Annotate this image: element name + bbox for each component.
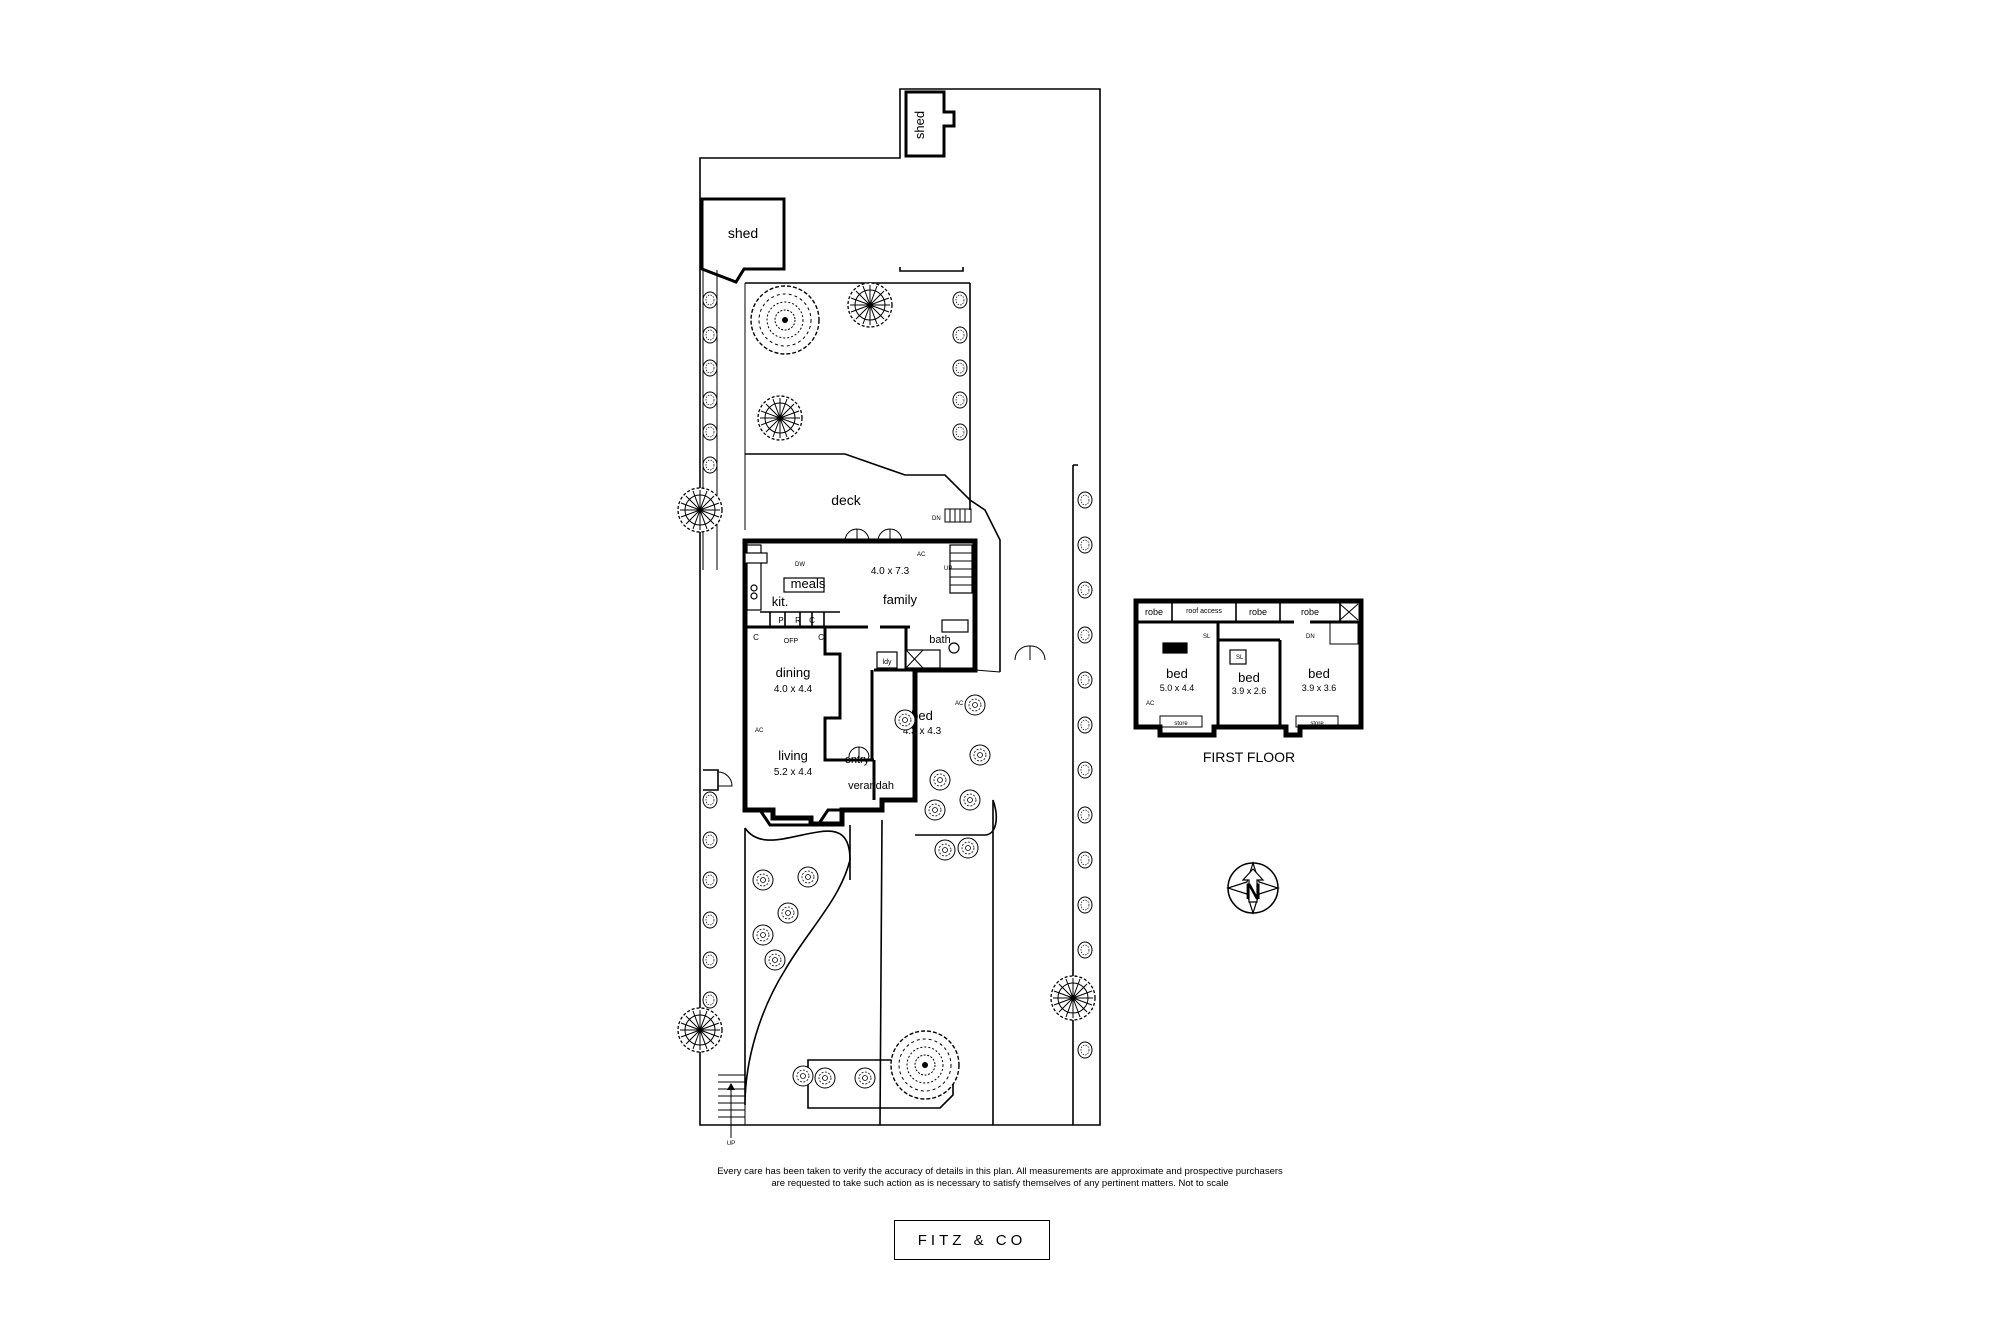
svg-text:P: P [778,616,783,625]
dining-label: dining [776,665,811,680]
disclaimer: Every care has been taken to verify the … [650,1166,1350,1190]
brand-logo-text: FITZ & CO [917,1231,1027,1249]
dining-dim-label: 4.0 x 4.4 [774,684,813,695]
north-compass-icon: N [1226,861,1280,915]
svg-text:SL: SL [1236,655,1244,661]
svg-text:store: store [1174,721,1188,727]
svg-text:robe: robe [1145,607,1163,617]
first-floor-title: FIRST FLOOR [1203,749,1295,765]
svg-text:AC: AC [1146,701,1155,707]
svg-text:AC: AC [917,552,926,558]
ground-floor: ldy bath 4.0 x 7.3 meals family kit. DW … [742,528,1046,827]
disclaimer-line-1: Every care has been taken to verify the … [717,1166,1283,1177]
property-boundary [699,88,1101,1126]
svg-text:C: C [809,616,815,625]
svg-text:DN: DN [1306,634,1315,640]
ff-bed3-dim: 3.9 x 3.6 [1302,683,1337,693]
bed-label: bed [911,708,933,723]
brand-logo: FITZ & CO [894,1220,1050,1260]
svg-text:UP: UP [727,1141,735,1147]
meals-label: meals [791,576,826,591]
svg-text:C: C [753,633,759,642]
shed-left-label: shed [728,225,758,241]
shed-left: shed [700,197,786,284]
verandah-label: verandah [848,780,894,792]
svg-text:OFP: OFP [784,638,799,645]
ff-bed1-label: bed [1166,666,1188,681]
svg-text:ldy: ldy [883,659,892,666]
svg-text:C: C [818,633,824,642]
front-steps: UP [718,1074,746,1147]
svg-text:R: R [795,616,801,625]
shed-top-label: shed [912,111,927,139]
kit-label: kit. [772,594,789,609]
svg-text:AC: AC [755,728,764,734]
svg-text:store: store [1310,721,1324,727]
svg-text:DW: DW [795,562,805,568]
first-floor: robe roof access robe robe SL SL DN AC b… [1133,598,1364,765]
bed-dim-label: 4.3 x 4.3 [903,726,942,737]
bath-label: bath [929,634,950,646]
svg-text:N: N [1245,879,1261,904]
entry-label: entry [845,754,870,766]
svg-text:DN: DN [932,516,941,522]
disclaimer-line-2: are requested to take such action as is … [771,1178,1229,1189]
svg-text:robe: robe [1249,607,1267,617]
landscaping [677,282,1096,1100]
ff-bed2-label: bed [1238,670,1260,685]
ff-bed3-label: bed [1308,666,1330,681]
ff-bed1-dim: 5.0 x 4.4 [1160,683,1195,693]
shed-top: shed [904,90,956,158]
svg-text:SL: SL [1203,634,1211,640]
svg-text:robe: robe [1301,607,1319,617]
ff-bed2-dim: 3.9 x 2.6 [1232,686,1267,696]
family-label: family [883,592,917,607]
living-dim-label: 5.2 x 4.4 [774,767,813,778]
svg-text:roof access: roof access [1186,608,1222,615]
svg-text:UP: UP [944,566,952,572]
svg-text:AC: AC [955,701,964,707]
family-dim-label: 4.0 x 7.3 [871,566,910,577]
deck: deck DN [745,453,1001,672]
deck-label: deck [831,492,862,508]
living-label: living [778,748,808,763]
